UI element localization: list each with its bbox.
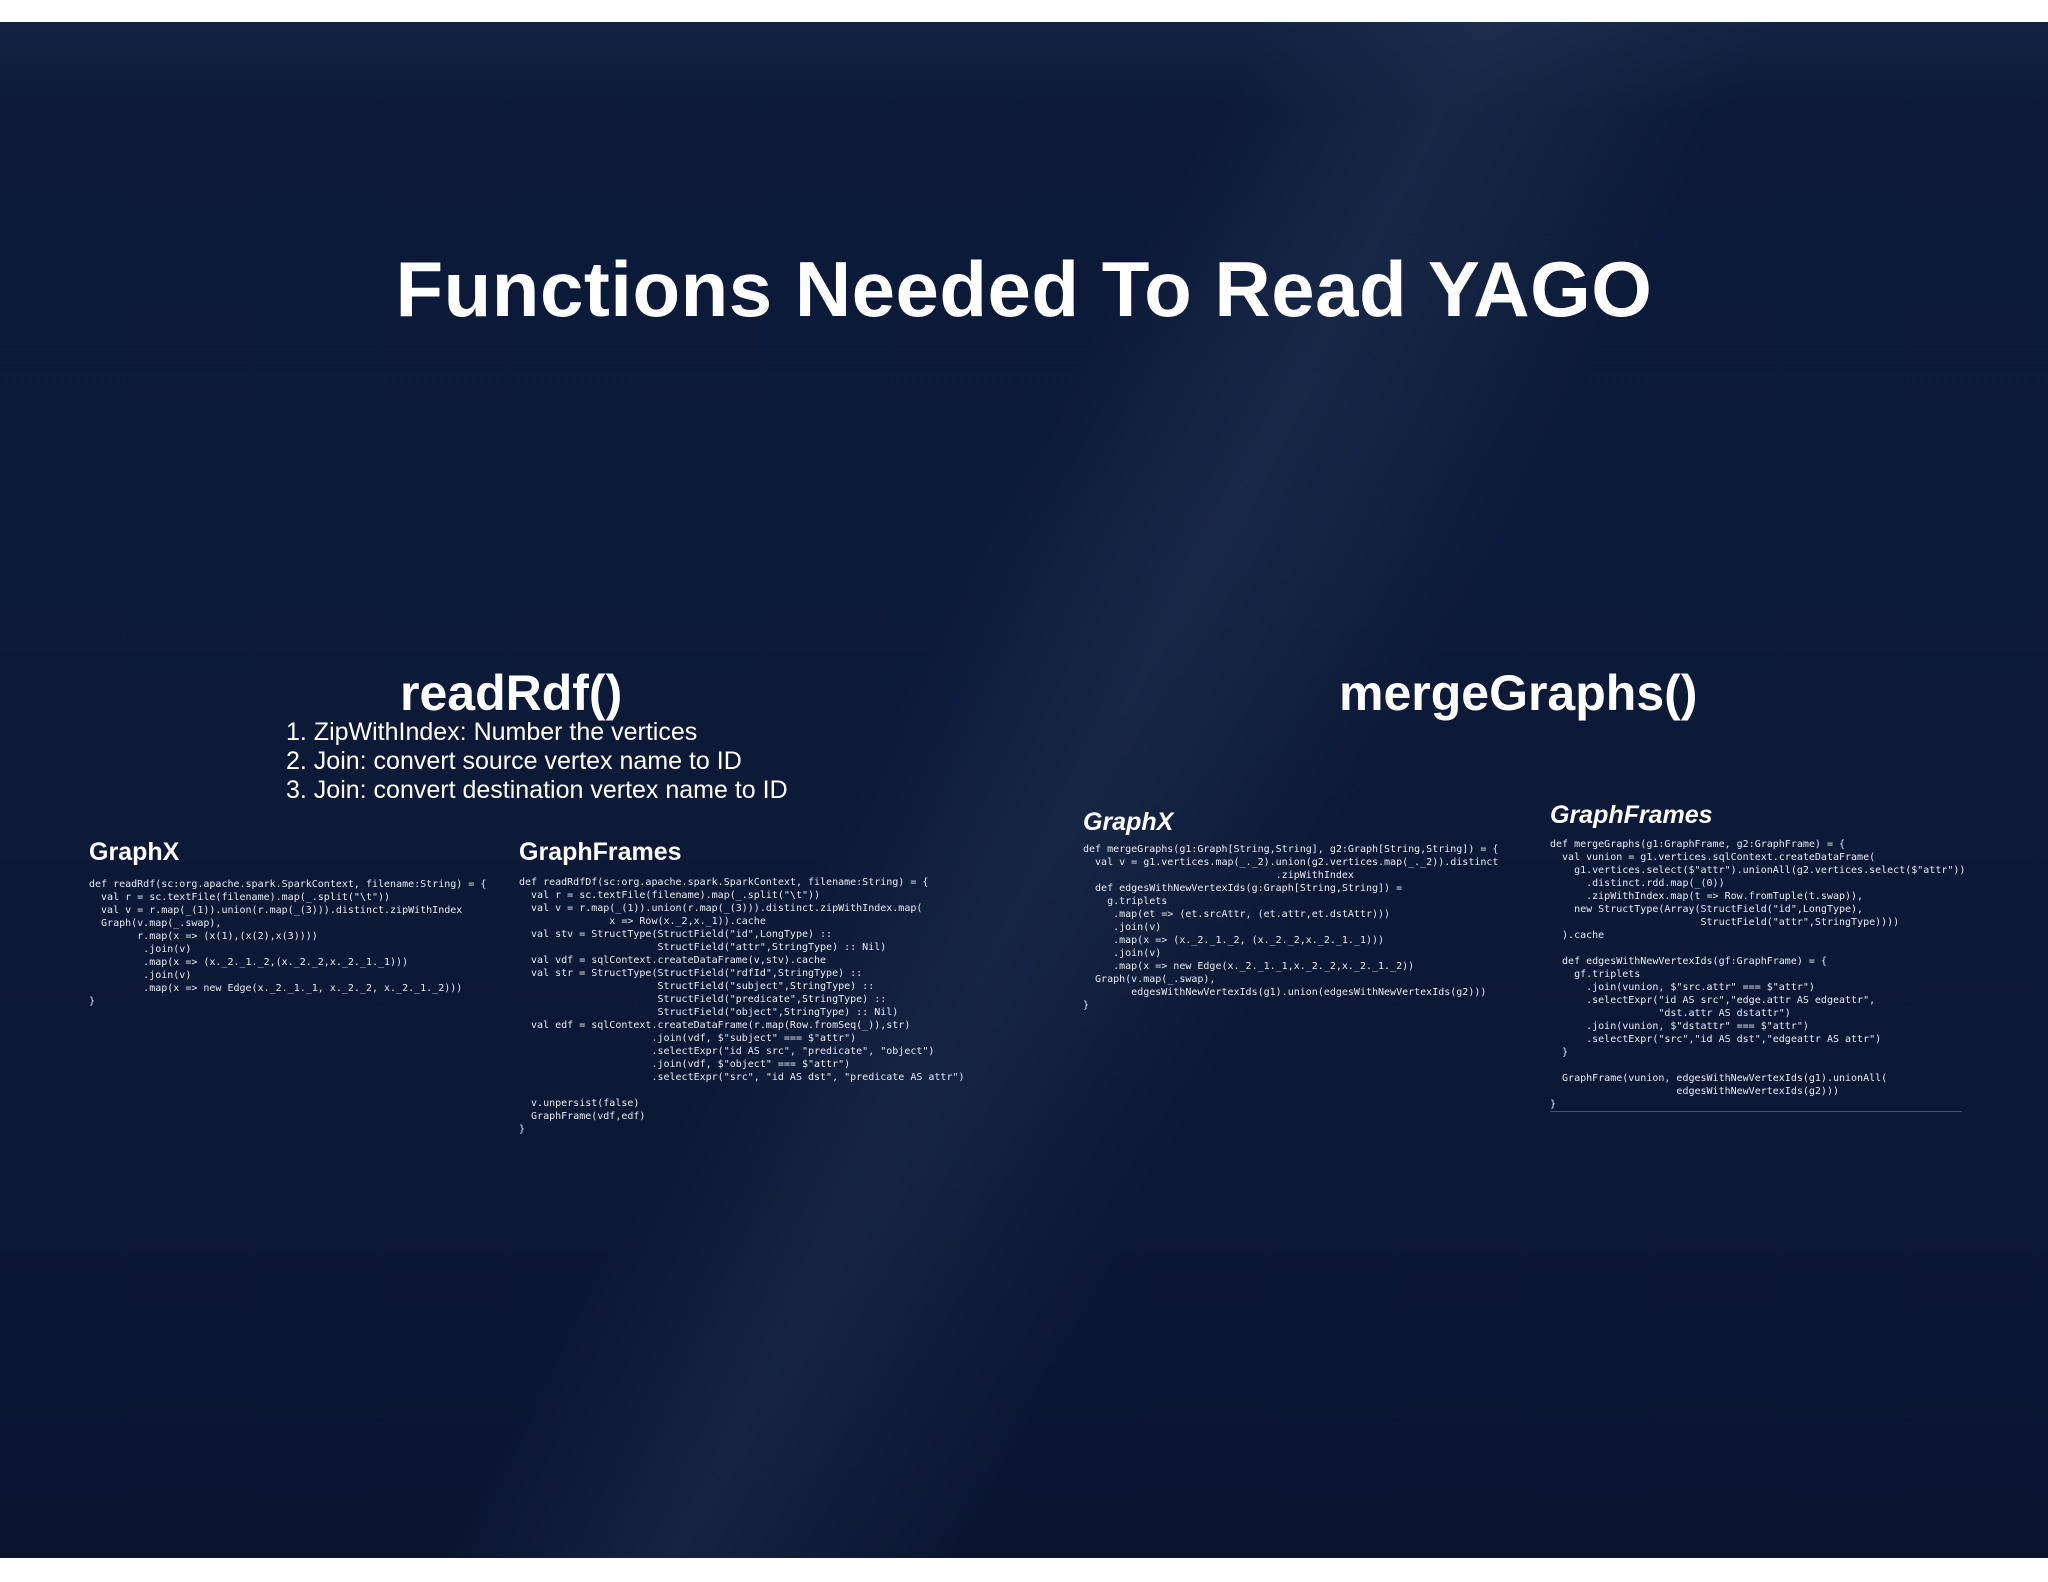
readrdf-step-2: 2. Join: convert source vertex name to I… [286,747,742,775]
readrdf-steps-list: 1. ZipWithIndex: Number the vertices 2. … [286,718,788,805]
readrdf-graphframes-code: def readRdfDf(sc:org.apache.spark.SparkC… [519,877,965,1135]
readrdf-step-1: 1. ZipWithIndex: Number the vertices [286,718,698,746]
mergegraphs-graphx-code: def mergeGraphs(g1:Graph[String,String],… [1083,844,1499,1011]
mergegraphs-graphx-label: GraphX [1083,808,1174,836]
mergegraphs-heading: mergeGraphs() [1339,665,1698,721]
readrdf-graphframes-label: GraphFrames [519,838,682,866]
readrdf-graphx-code: def readRdf(sc:org.apache.spark.SparkCon… [89,879,487,1007]
readrdf-heading: readRdf() [400,665,623,721]
mergegraphs-graphframes-label: GraphFrames [1550,801,1713,829]
readrdf-graphx-label: GraphX [89,838,180,866]
readrdf-step-3: 3. Join: convert destination vertex name… [286,776,788,804]
slide: Functions Needed To Read YAGO readRdf() … [0,22,2048,1558]
mergegraphs-graphframes-code: def mergeGraphs(g1:GraphFrame, g2:GraphF… [1550,839,1966,1110]
slide-title: Functions Needed To Read YAGO [395,245,1653,333]
code-divider [1550,1111,1962,1112]
